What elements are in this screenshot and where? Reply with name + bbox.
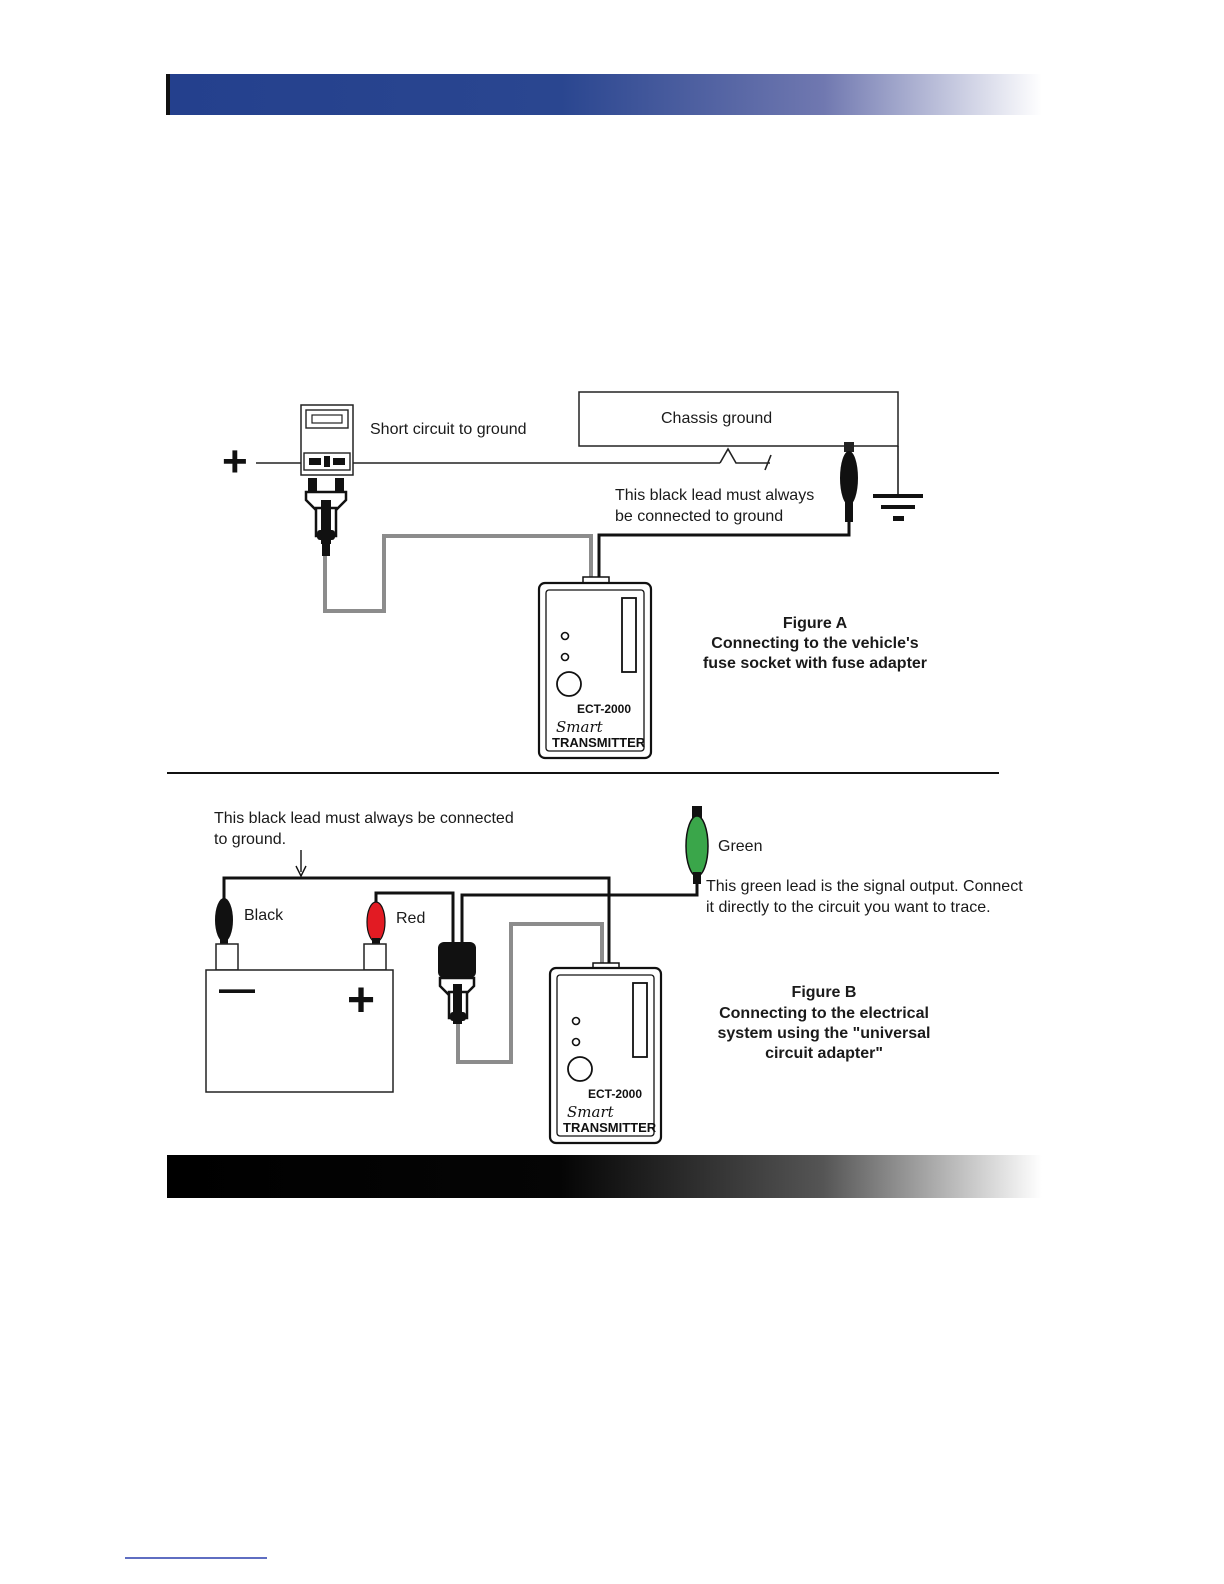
fig-b-transmitter: ECT-2000 Smart TRANSMITTER: [548, 962, 663, 1145]
fig-b-ground-note-1: This black lead must always be connected: [214, 810, 514, 827]
fig-b-signal-note-2: it directly to the circuit you want to t…: [706, 899, 991, 916]
footer-bar: [167, 1155, 1042, 1198]
ground-symbol-icon: [873, 494, 923, 521]
fig-b-ground-note-2: to ground.: [214, 831, 286, 848]
fig-b-green-clip-icon: [685, 806, 709, 884]
fig-a-plus-sign: +: [222, 437, 248, 486]
fig-b-brand-label: TRANSMITTER: [563, 1120, 657, 1135]
fig-b-green-lead: [460, 880, 699, 944]
fig-b-signal-note-1: This green lead is the signal output. Co…: [706, 878, 1023, 895]
fig-b-green-label: Green: [718, 838, 762, 855]
battery-icon: — +: [205, 943, 394, 1093]
fig-a-caption-2: Connecting to the vehicle's: [711, 635, 918, 652]
fig-b-caption-2: Connecting to the electrical: [719, 1005, 929, 1022]
fig-b-grey-lead: [456, 922, 604, 1064]
fig-b-black-clip-icon: [215, 898, 233, 950]
fig-a-transmitter: ECT-2000 Smart TRANSMITTER: [537, 576, 653, 760]
fig-b-red-lead: [374, 891, 455, 944]
fig-a-ground-note-1: This black lead must always: [615, 487, 814, 504]
fig-a-short-symbol: [719, 447, 772, 471]
figure-a: + Short circuit to ground: [222, 391, 927, 760]
black-clip-icon: [840, 442, 858, 522]
fuse-adapter-icon: [304, 478, 348, 556]
chassis-ground-box: [578, 391, 899, 447]
fig-a-short-label: Short circuit to ground: [370, 421, 527, 438]
battery-minus-sign: —: [219, 968, 255, 1009]
fig-a-caption-1: Figure A: [783, 615, 848, 632]
fig-b-model-label: ECT-2000: [588, 1087, 642, 1101]
fig-b-caption-3: system using the "universal: [718, 1025, 931, 1042]
fig-b-red-label: Red: [396, 910, 425, 927]
chassis-ground-label: Chassis ground: [661, 410, 772, 427]
header-bar: [168, 74, 1042, 115]
fig-a-ground-note-2: be connected to ground: [615, 508, 783, 525]
down-arrow-icon: [295, 850, 307, 878]
fig-b-red-clip-icon: [366, 901, 386, 948]
fig-b-caption-4: circuit adapter": [765, 1045, 883, 1062]
fig-a-caption-3: fuse socket with fuse adapter: [703, 655, 927, 672]
universal-adapter-icon: [438, 942, 476, 1024]
fig-b-smart-label: Smart: [567, 1103, 615, 1121]
fig-b-black-label: Black: [244, 907, 284, 924]
fig-a-smart-label: Smart: [556, 718, 604, 736]
battery-plus-sign: +: [347, 974, 375, 1027]
fig-a-model-label: ECT-2000: [577, 702, 631, 716]
fig-b-black-lead: [222, 876, 611, 966]
fig-a-grey-lead: [323, 534, 593, 613]
fig-a-black-lead: [597, 520, 851, 580]
fig-a-brand-label: TRANSMITTER: [552, 735, 646, 750]
figure-b: This black lead must always be connected…: [205, 806, 1023, 1145]
header-bar-edge: [166, 74, 170, 115]
fig-b-caption-1: Figure B: [792, 984, 857, 1001]
fuse-socket-icon: [300, 404, 354, 476]
